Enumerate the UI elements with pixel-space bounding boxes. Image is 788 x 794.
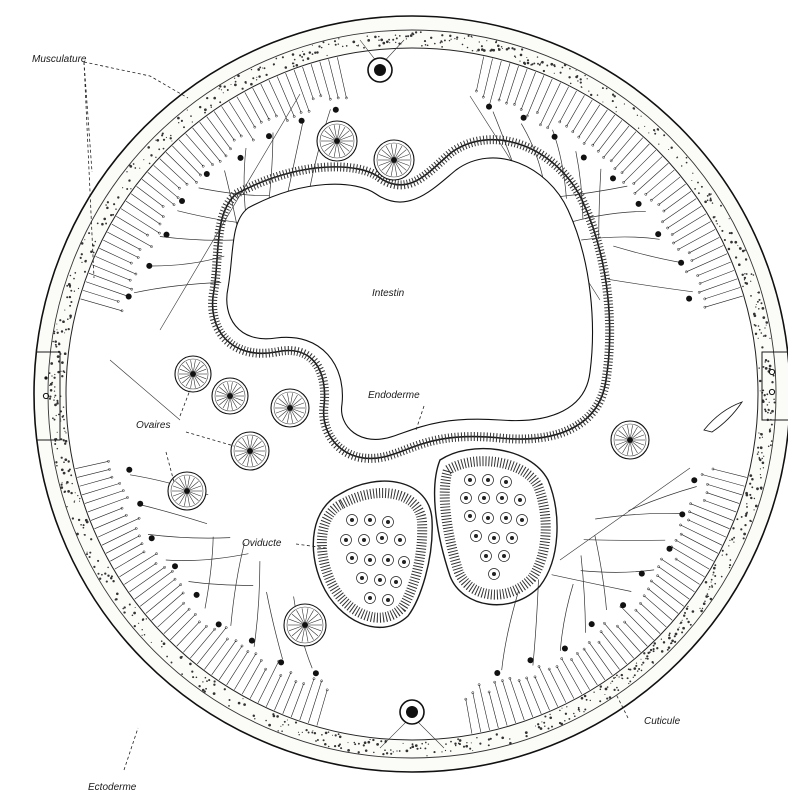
ovary-section: [271, 389, 309, 427]
label-musculature: Musculature: [32, 54, 87, 65]
label-oviducte: Oviducte: [242, 538, 282, 549]
ovary-section: [374, 140, 414, 180]
ovary-section: [175, 356, 211, 392]
ovary-section: [212, 378, 248, 414]
label-endoderme: Endoderme: [368, 390, 420, 401]
ovary-section: [231, 432, 269, 470]
ovary-section: [611, 421, 649, 459]
ovary-section: [168, 472, 206, 510]
ovary-section: [284, 604, 326, 646]
label-ectoderme: Ectoderme: [88, 782, 137, 793]
label-ovaires: Ovaires: [136, 420, 170, 431]
label-cuticule: Cuticule: [644, 716, 681, 727]
ovary-section: [317, 121, 357, 161]
label-intestin: Intestin: [372, 288, 405, 299]
